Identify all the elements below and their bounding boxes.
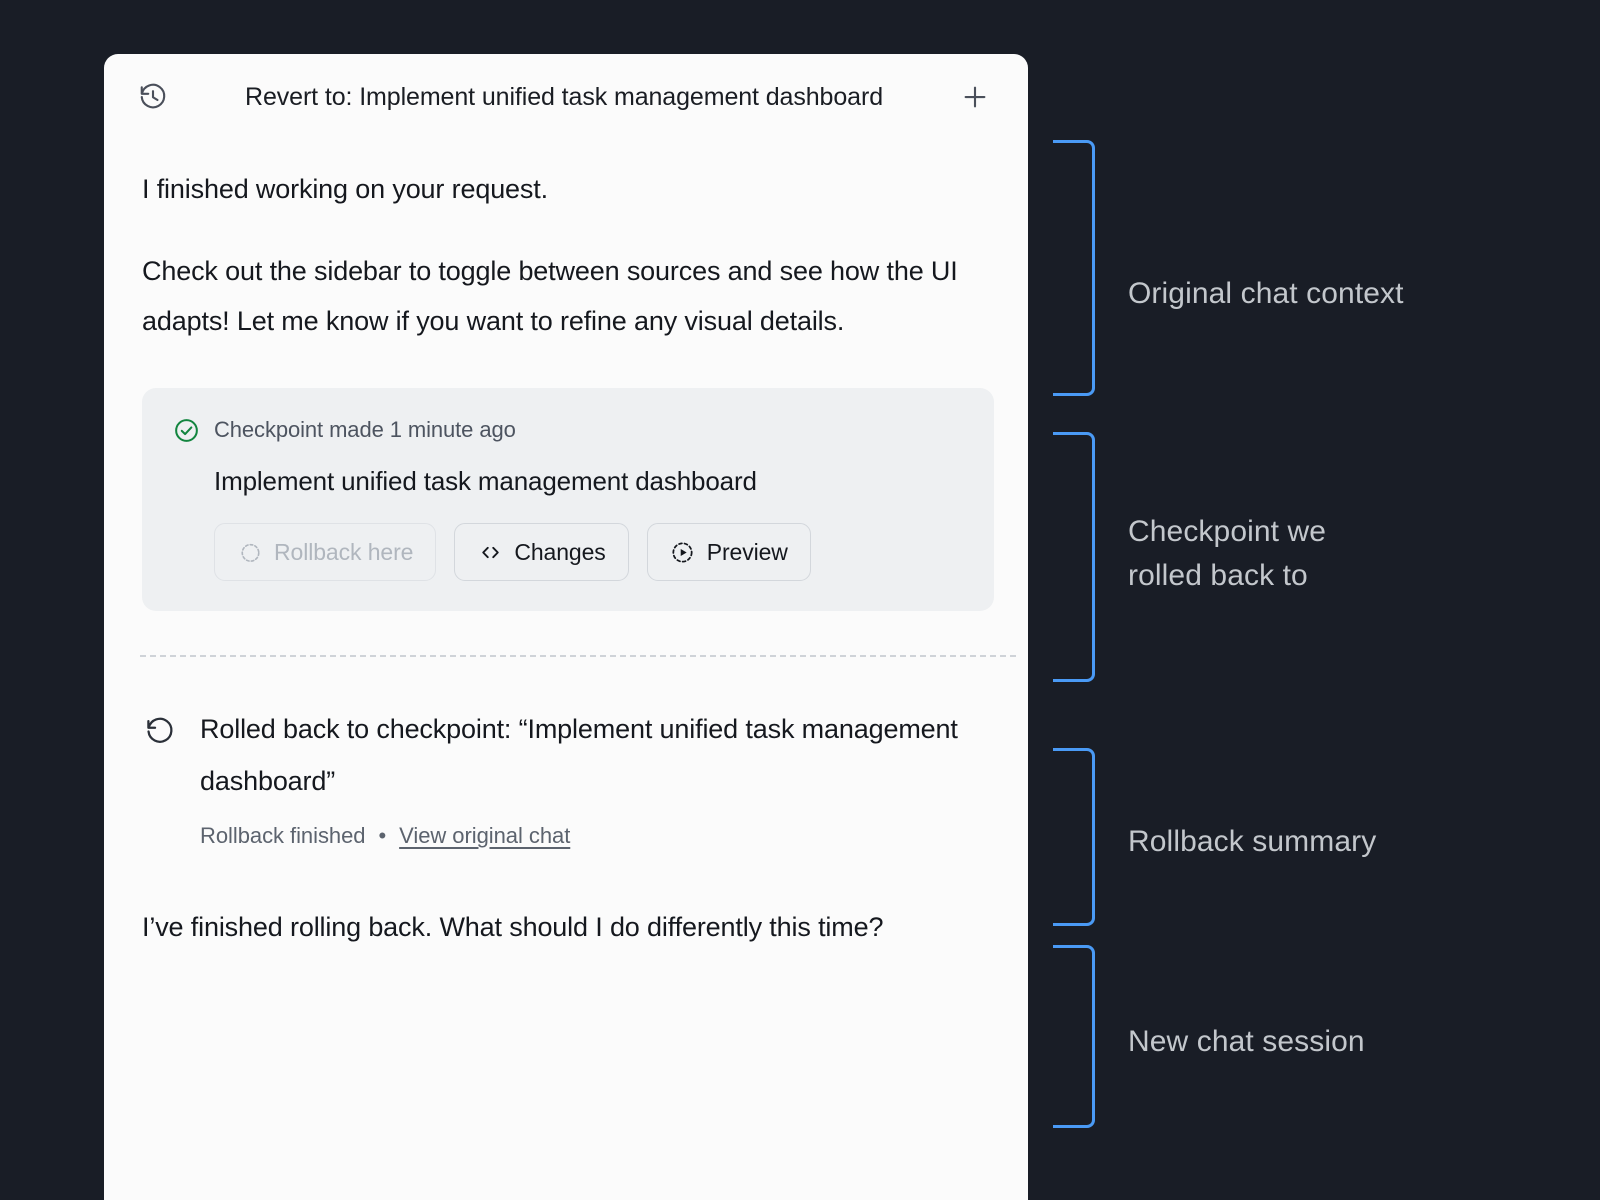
annotation-group [1053,140,1513,396]
annotation-label: New chat session [1128,1025,1365,1058]
annotation-bracket [1053,748,1095,926]
annotation-bracket [1053,432,1095,682]
preview-button[interactable]: Preview [646,523,811,581]
check-circle-icon [172,416,200,444]
chat-panel: Revert to: Implement unified task manage… [104,54,1028,1200]
annotation-label: Rollback summary [1128,825,1377,858]
annotation-label: Checkpoint we rolled back to [1128,515,1327,592]
changes-button[interactable]: Changes [454,523,629,581]
annotation-group [1053,748,1513,926]
rollback-summary: Rolled back to checkpoint: “Implement un… [142,703,992,849]
history-clock-icon[interactable] [136,80,170,114]
rollback-clock-icon [237,539,263,565]
view-original-chat-link[interactable]: View original chat [399,823,571,848]
play-dashed-circle-icon [670,539,696,565]
rollback-status-row: Rollback finished • View original chat [200,823,992,849]
annotation-group [1053,432,1513,682]
panel-body: I finished working on your request. Chec… [104,164,1028,953]
undo-arrow-icon [142,713,178,749]
rollback-here-label: Rollback here [274,538,414,565]
annotation-label: Original chat context [1128,277,1404,310]
new-session-message: I’ve finished rolling back. What should … [142,912,884,942]
annotation-group [1053,945,1513,1128]
chat-divider [140,655,1016,657]
rollback-text-column: Rolled back to checkpoint: “Implement un… [200,703,992,849]
checkpoint-title: Implement unified task management dashbo… [214,466,757,496]
plus-icon[interactable] [958,80,992,114]
annotation-bracket [1053,140,1095,396]
rollback-here-button[interactable]: Rollback here [214,523,437,581]
assistant-message-1: I finished working on your request. [142,174,548,204]
checkpoint-actions: Rollback here Changes [214,523,964,581]
panel-header: Revert to: Implement unified task manage… [104,54,1028,140]
page-title: Revert to: Implement unified task manage… [244,82,883,111]
preview-label: Preview [706,538,788,565]
checkpoint-card: Checkpoint made 1 minute ago Implement u… [142,388,994,611]
changes-label: Changes [514,538,606,565]
code-brackets-icon [477,539,503,565]
assistant-message-2: Check out the sidebar to toggle between … [142,256,958,336]
separator-dot: • [378,823,387,848]
checkpoint-timestamp: Checkpoint made 1 minute ago [214,417,516,442]
checkpoint-meta-row: Checkpoint made 1 minute ago [172,416,964,444]
rollback-title: Rolled back to checkpoint: “Implement un… [200,714,958,796]
annotation-bracket [1053,945,1095,1128]
rollback-status-text: Rollback finished [200,823,366,848]
